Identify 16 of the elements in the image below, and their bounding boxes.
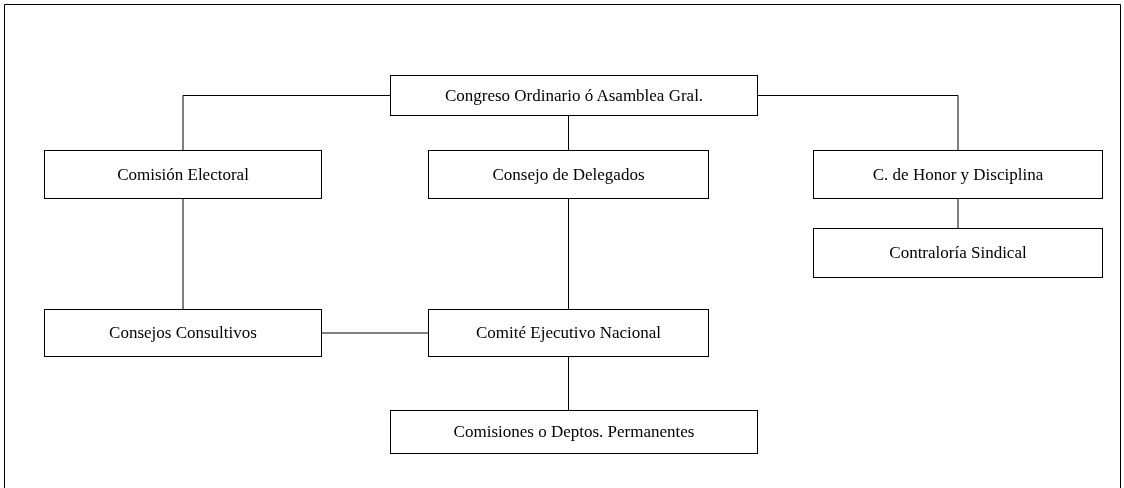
connector-line	[568, 356, 569, 411]
connector-line	[757, 95, 959, 151]
connector-line	[568, 198, 569, 310]
org-box: Congreso Ordinario ó Asamblea Gral.	[390, 75, 758, 116]
org-box: Consejos Consultivos	[44, 309, 322, 357]
org-box: Comité Ejecutivo Nacional	[428, 309, 709, 357]
connector-line	[957, 198, 959, 229]
org-box: Consejo de Delegados	[428, 150, 709, 199]
org-box: C. de Honor y Disciplina	[813, 150, 1103, 199]
org-box: Comisión Electoral	[44, 150, 322, 199]
connector-line	[182, 198, 184, 310]
connector-line	[182, 95, 391, 151]
connector-line	[321, 332, 429, 334]
org-box: Contraloría Sindical	[813, 228, 1103, 278]
org-box: Comisiones o Deptos. Permanentes	[390, 410, 758, 454]
connector-line	[568, 115, 569, 151]
